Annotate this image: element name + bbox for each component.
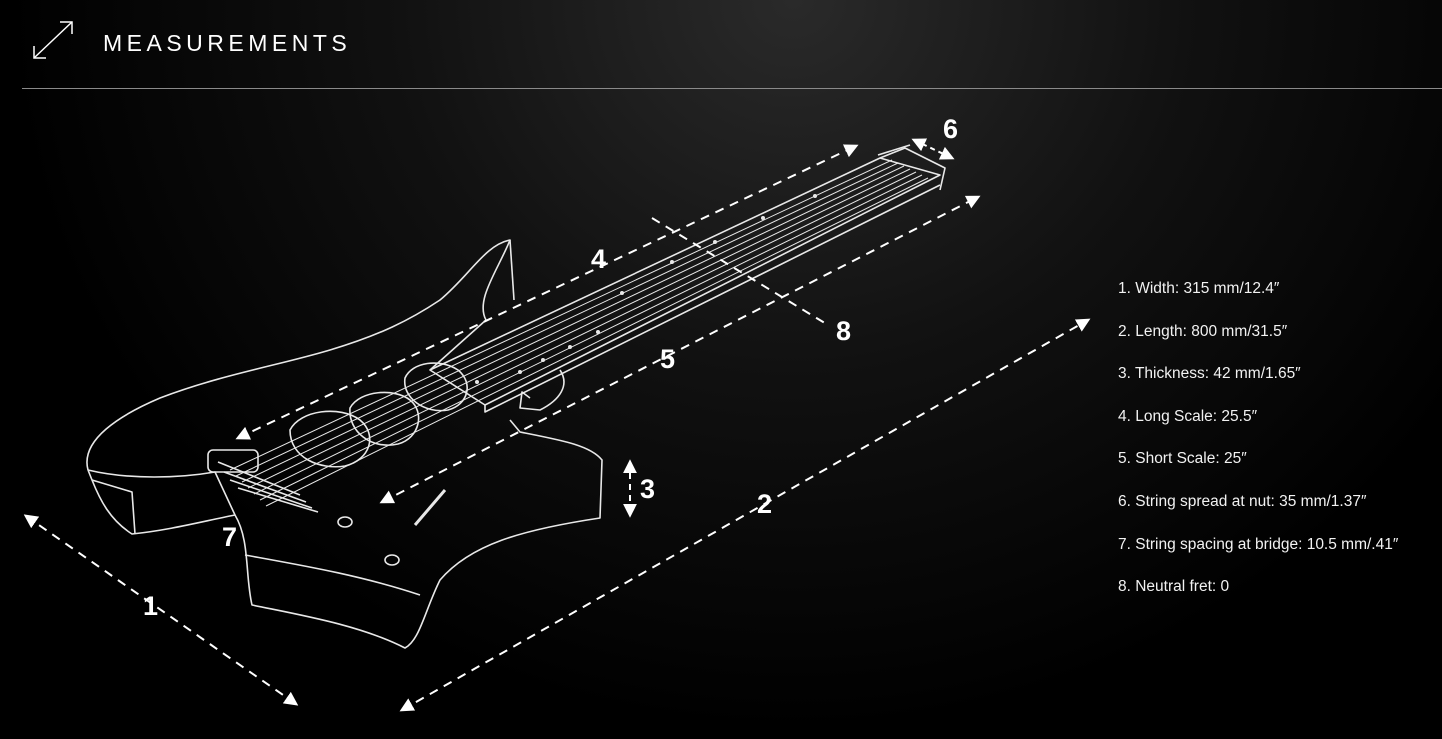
spec-length: 2. Length: 800 mm/31.5″: [1118, 322, 1288, 340]
dimension-line-4: [235, 144, 859, 440]
guitar-outline: [86, 144, 946, 649]
spec-thickness: 3. Thickness: 42 mm/1.65″: [1118, 365, 1301, 383]
dimension-line-5: [379, 195, 981, 504]
spec-string-spread: 6. String spread at nut: 35 mm/1.37″: [1118, 492, 1367, 510]
callout-5: 5: [660, 344, 675, 374]
dimension-line-1: [23, 514, 299, 706]
spec-long-scale: 4. Long Scale: 25.5″: [1118, 407, 1258, 425]
callout-4: 4: [591, 244, 606, 274]
callout-2: 2: [757, 489, 772, 519]
callout-1: 1: [143, 591, 158, 621]
guitar-measurement-diagram: 1 2 3 4 5 6 7 8: [23, 114, 1091, 712]
spec-string-spacing: 7. String spacing at bridge: 10.5 mm/.41…: [1118, 535, 1399, 553]
dimension-line-6: [911, 138, 955, 160]
spec-neutral-fret: 8. Neutral fret: 0: [1118, 578, 1230, 596]
expand-arrows-icon: [33, 21, 73, 59]
callout-3: 3: [640, 474, 655, 504]
measurements-list: 1. Width: 315 mm/12.4″ 2. Length: 800 mm…: [1118, 278, 1398, 619]
spec-short-scale: 5. Short Scale: 25″: [1118, 450, 1247, 468]
header-divider: [22, 88, 1442, 89]
page-header: MEASUREMENTS: [0, 0, 1442, 89]
page-title: MEASUREMENTS: [103, 30, 352, 56]
callout-6: 6: [943, 114, 958, 144]
callout-7: 7: [222, 522, 237, 552]
dimension-line-2: [399, 318, 1091, 712]
spec-width: 1. Width: 315 mm/12.4″: [1118, 280, 1280, 297]
dimension-line-8: [651, 217, 829, 326]
callout-8: 8: [836, 316, 851, 346]
